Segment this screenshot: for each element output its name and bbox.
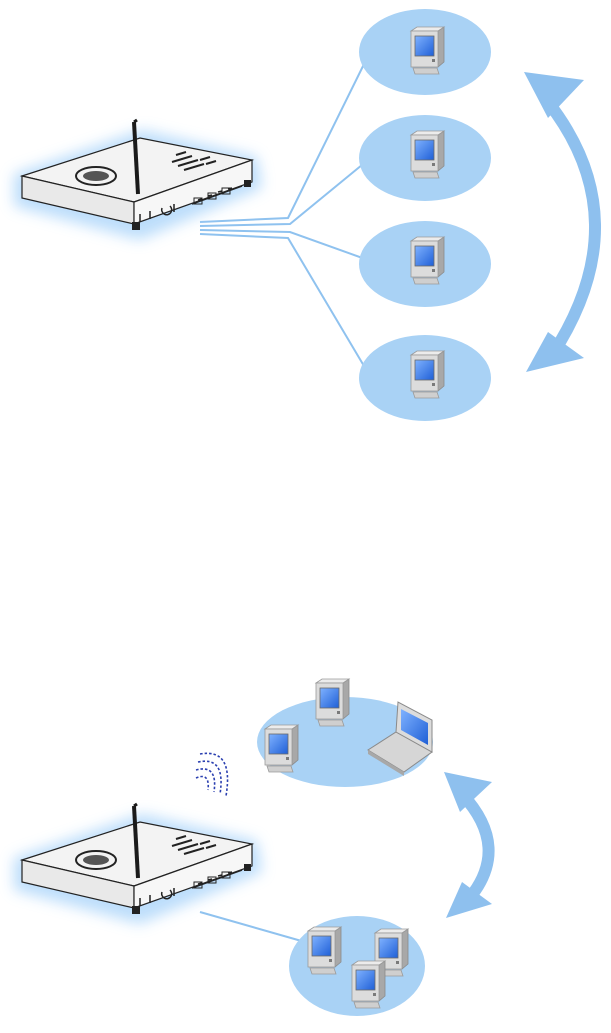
wired-network-diagram: [14, 9, 595, 421]
router-icon: [14, 120, 262, 240]
router-icon: [14, 804, 262, 924]
ethernet-cables: [200, 56, 368, 366]
ethernet-cable: [200, 912, 312, 944]
wireless-network-diagram: [14, 679, 492, 1016]
wireless-signal-icon: [196, 753, 228, 796]
double-headed-arrow-icon: [444, 772, 492, 918]
double-headed-arrow-icon: [524, 72, 595, 372]
